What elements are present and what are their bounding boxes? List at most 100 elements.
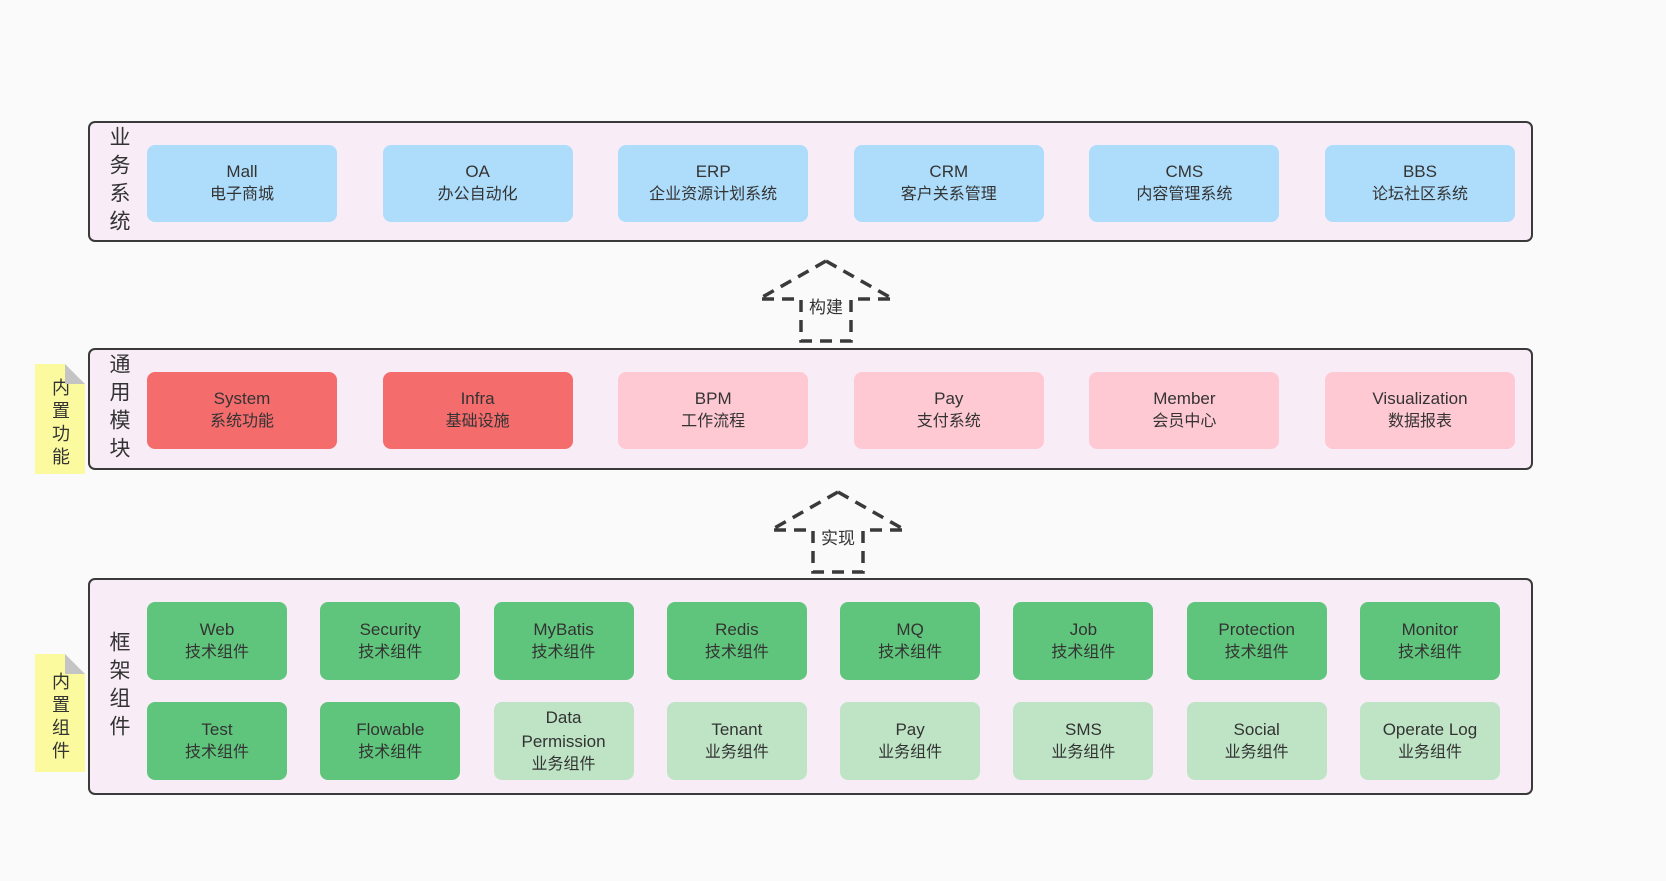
module-box-subtitle: 系统功能 <box>209 413 274 431</box>
implement-arrow: 实现 <box>763 486 913 576</box>
module-box-title: Test <box>201 719 233 739</box>
module-box-subtitle: 业务组件 <box>878 743 943 761</box>
module-box-subtitle: 技术组件 <box>358 743 423 761</box>
module-box-bpm: BPM 工作流程 <box>618 372 809 449</box>
module-box-subtitle: 技术组件 <box>184 743 249 761</box>
module-box-title: BBS <box>1402 162 1437 182</box>
module-box-operate-log: Operate Log 业务组件 <box>1359 702 1500 780</box>
module-box-subtitle: 业务组件 <box>704 743 769 761</box>
module-box-subtitle: 业务组件 <box>1051 743 1116 761</box>
module-box-flowable: Flowable 技术组件 <box>320 702 461 780</box>
up-arrow-icon <box>764 489 912 574</box>
module-box-cms: CMS 内容管理系统 <box>1089 145 1280 222</box>
module-box-crm: CRM 客户关系管理 <box>853 145 1044 222</box>
module-box-subtitle: 电子商城 <box>209 186 274 204</box>
module-box-subtitle: 内容管理系统 <box>1136 186 1233 204</box>
module-box-title: BPM <box>694 389 732 409</box>
module-box-subtitle: 业务组件 <box>1224 743 1289 761</box>
module-box-bbs: BBS 论坛社区系统 <box>1324 145 1515 222</box>
layer-business-systems-label: 业务系统 <box>107 125 130 238</box>
module-box-web: Web 技术组件 <box>147 602 287 680</box>
module-box-subtitle: 技术组件 <box>878 643 943 661</box>
module-box-title: Social <box>1233 719 1280 739</box>
module-box-subtitle: 数据报表 <box>1387 413 1452 431</box>
module-box-subtitle: 会员中心 <box>1152 413 1217 431</box>
module-box-title: Monitor <box>1401 619 1459 639</box>
module-box-subtitle: 技术组件 <box>358 643 423 661</box>
build-arrow-label: 构建 <box>806 293 846 318</box>
module-box-title: MQ <box>896 619 924 639</box>
module-box-title: Redis <box>715 619 759 639</box>
module-box-mall: Mall 电子商城 <box>147 145 337 222</box>
module-box-title: Visualization <box>1372 389 1468 409</box>
module-box-subtitle: 技术组件 <box>1397 643 1462 661</box>
module-box-title: CRM <box>929 162 969 182</box>
module-box-job: Job 技术组件 <box>1013 602 1154 680</box>
module-box-subtitle: 业务组件 <box>1397 743 1462 761</box>
module-box-title: Web <box>199 619 235 639</box>
module-box-monitor: Monitor 技术组件 <box>1359 602 1500 680</box>
module-box-title: Mall <box>226 162 258 182</box>
module-box-subtitle: 基础设施 <box>445 413 510 431</box>
module-box-title: Member <box>1153 389 1216 409</box>
module-box-subtitle: 技术组件 <box>704 643 769 661</box>
module-box-protection: Protection 技术组件 <box>1186 602 1327 680</box>
module-box-tenant: Tenant 业务组件 <box>666 702 807 780</box>
module-box-data-permission: Data Permission 业务组件 <box>493 702 634 780</box>
tag-built-in-features-label: 内置功能 <box>50 378 70 470</box>
module-box-redis: Redis 技术组件 <box>666 602 807 680</box>
module-box-subtitle: 企业资源计划系统 <box>649 186 778 204</box>
build-arrow: 构建 <box>751 255 901 345</box>
module-box-title: Tenant <box>711 719 763 739</box>
module-box-subtitle: 工作流程 <box>681 413 746 431</box>
module-box-subtitle: 客户关系管理 <box>900 186 997 204</box>
module-box-subtitle: 技术组件 <box>1051 643 1116 661</box>
module-box-subtitle: 技术组件 <box>531 643 596 661</box>
module-box-mybatis: MyBatis 技术组件 <box>493 602 634 680</box>
module-box-pay: Pay 支付系统 <box>853 372 1044 449</box>
module-box-subtitle: 办公自动化 <box>437 186 518 204</box>
module-box-title: SMS <box>1064 719 1102 739</box>
module-box-subtitle: 技术组件 <box>1224 643 1289 661</box>
module-box-member: Member 会员中心 <box>1089 372 1280 449</box>
tag-built-in-components: 内置组件 <box>35 654 85 772</box>
module-box-pay: Pay 业务组件 <box>840 702 981 780</box>
module-box-title: Security <box>359 619 421 639</box>
module-box-title: System <box>213 389 271 409</box>
module-box-subtitle: 支付系统 <box>916 413 981 431</box>
module-box-title: Pay <box>895 719 925 739</box>
tag-built-in-features: 内置功能 <box>35 364 85 474</box>
module-box-system: System 系统功能 <box>147 372 337 449</box>
module-box-title: Protection <box>1218 619 1295 639</box>
module-box-visualization: Visualization 数据报表 <box>1324 372 1515 449</box>
layer-framework-components-label: 框架组件 <box>107 630 130 743</box>
module-box-title: MyBatis <box>533 619 594 639</box>
module-box-subtitle: 技术组件 <box>184 643 249 661</box>
module-box-security: Security 技术组件 <box>320 602 461 680</box>
module-box-subtitle: 论坛社区系统 <box>1371 186 1468 204</box>
module-box-oa: OA 办公自动化 <box>382 145 573 222</box>
tag-built-in-components-label: 内置组件 <box>50 672 70 764</box>
module-box-title: Flowable <box>356 719 425 739</box>
module-box-title: Data Permission <box>521 708 606 751</box>
module-box-title: OA <box>465 162 490 182</box>
module-box-subtitle: 业务组件 <box>531 755 596 773</box>
module-box-mq: MQ 技术组件 <box>840 602 981 680</box>
module-box-test: Test 技术组件 <box>147 702 287 780</box>
module-box-title: Pay <box>934 389 964 409</box>
module-box-title: Operate Log <box>1382 719 1478 739</box>
module-box-title: CMS <box>1165 162 1204 182</box>
up-arrow-icon <box>752 258 900 343</box>
module-box-title: Job <box>1069 619 1098 639</box>
module-box-sms: SMS 业务组件 <box>1013 702 1154 780</box>
